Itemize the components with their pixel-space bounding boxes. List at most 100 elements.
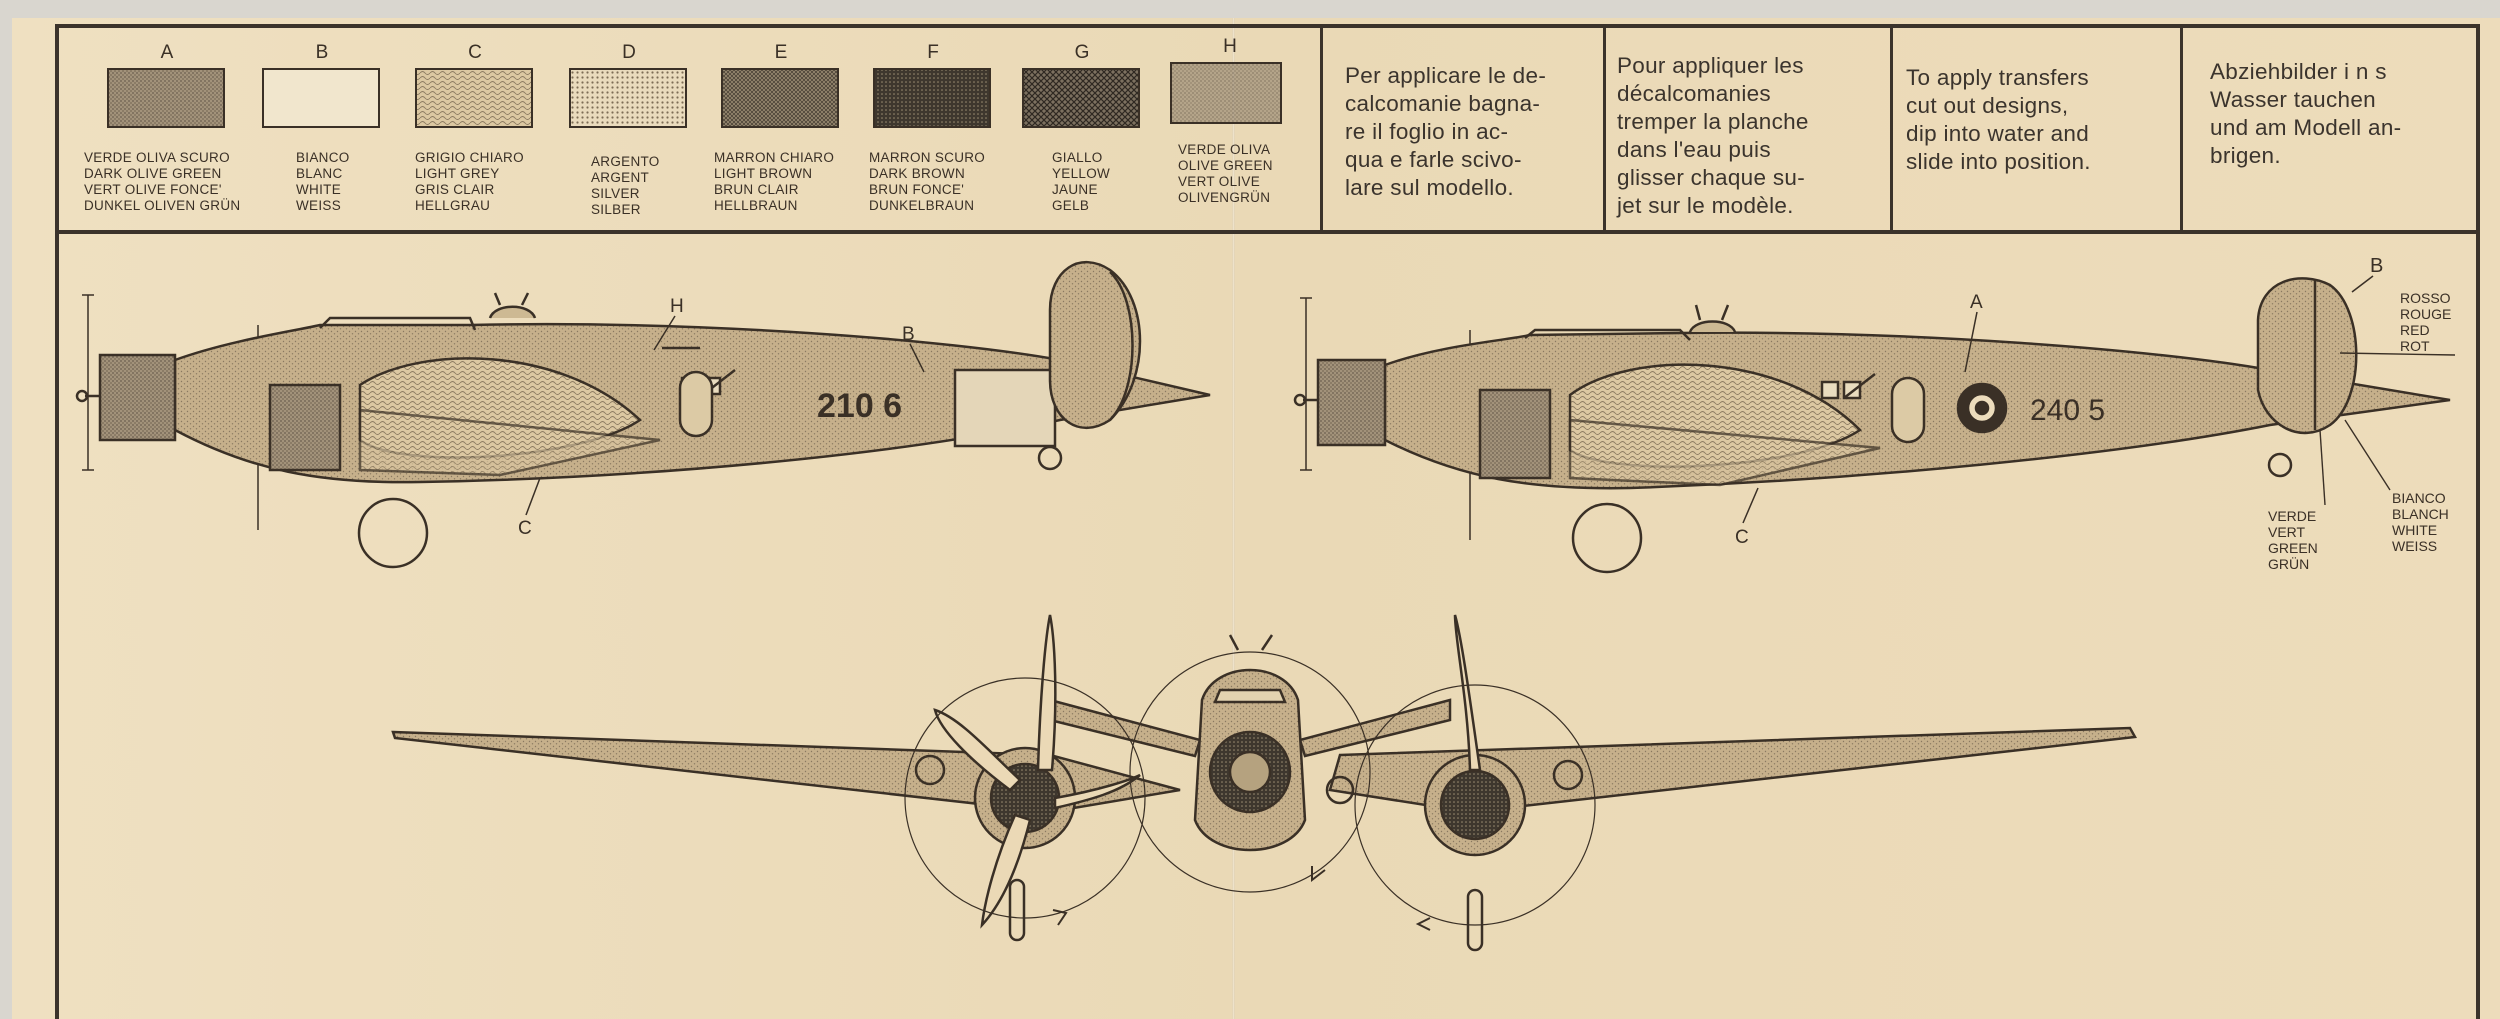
swatch-name-it: BIANCO [296,150,350,165]
instruction-line: tremper la planche [1617,109,1809,134]
left-label-h: H [670,296,684,317]
fill-h [1172,64,1280,122]
swatch-box [1170,62,1282,124]
swatch-names: GIALLO YELLOW JAUNE GELB [1052,150,1252,214]
swatch-name-it: ARGENTO [591,154,660,169]
instruction-line: qua e farle scivo- [1345,147,1522,172]
swatch-name-fr: VERT OLIVE FONCE' [84,182,222,197]
right-label-a: A [1970,292,1983,313]
color-name: WEISS [2392,538,2438,554]
instructions-french: Pour appliquer les décalcomanies tremper… [1617,52,1809,220]
fill-f [875,70,989,126]
fill-e [723,70,837,126]
color-name: GRÜN [2268,556,2310,572]
swatch-name-en: WHITE [296,182,341,197]
instruction-line: Abziehbilder i n s [2210,59,2387,84]
instructions-english: To apply transfers cut out designs, dip … [1906,64,2091,176]
swatch-name-fr: BLANC [296,166,343,181]
instruction-sheet [12,18,2500,1019]
right-aircraft-profile [1293,277,2451,574]
instruction-line: und am Modell an- [2210,115,2402,140]
divider-english-german [2180,24,2183,232]
swatch-name-de: HELLGRAU [415,198,491,213]
fill-b [264,70,378,126]
left-aircraft-profile [75,260,1211,569]
instruction-line: décalcomanies [1617,81,1771,106]
swatch-names: GRIGIO CHIARO LIGHT GREY GRIS CLAIR HELL… [415,150,615,214]
swatch-box [415,68,533,128]
instructions-german: Abziehbilder i n s Wasser tauchen und am… [2210,58,2401,170]
swatch-letter: F [927,42,939,63]
swatch-name-it: VERDE OLIVA SCURO [84,150,230,165]
color-name: ROSSO [2400,290,2451,306]
swatch-name-it: MARRON SCURO [869,150,986,165]
swatch-name-en: YELLOW [1052,166,1111,181]
swatch-name-fr: JAUNE [1052,182,1098,197]
swatch-box [107,68,225,128]
swatch-name-en: LIGHT BROWN [714,166,813,181]
instruction-line: brigen. [2210,143,2281,168]
swatch-names: MARRON SCURO DARK BROWN BRUN FONCE' DUNK… [869,150,1069,214]
instruction-line: dans l'eau puis [1617,137,1771,162]
left-code: 210 6 [817,387,902,425]
fill-c [417,70,531,126]
instruction-line: slide into position. [1906,149,2091,174]
swatch-name-fr: BRUN CLAIR [714,182,799,197]
swatch-name-en: LIGHT GREY [415,166,500,181]
rudder-leader-lines [2319,352,2456,506]
swatch-name-de: HELLBRAUN [714,198,798,213]
rudder-white-label: BIANCO BLANCH WHITE WEISS [2392,490,2449,554]
instruction-line: Pour appliquer les [1617,53,1804,78]
front-view [391,614,2138,952]
swatch-names: VERDE OLIVA SCURO DARK OLIVE GREEN VERT … [84,150,284,214]
color-name: GREEN [2268,540,2318,556]
swatch-name-fr: GRIS CLAIR [415,182,495,197]
swatch-name-it: GRIGIO CHIARO [415,150,524,165]
swatch-box [873,68,991,128]
swatch-name-fr: BRUN FONCE' [869,182,965,197]
fill-d [571,70,685,126]
swatch-letter: B [315,42,329,63]
color-name: ROUGE [2400,306,2452,322]
instruction-line: re il foglio in ac- [1345,119,1509,144]
divider-french-english [1890,24,1893,232]
swatch-name-en: SILVER [591,186,640,201]
divider-italian-french [1603,24,1606,232]
instruction-line: To apply transfers [1906,65,2089,90]
swatch-letter: D [622,42,636,63]
right-label-c: C [1735,527,1749,548]
swatch-fills [109,64,1280,126]
instruction-line: calcomanie bagna- [1345,91,1541,116]
instruction-line: dip into water and [1906,121,2090,146]
swatch-name-it: VERDE OLIVA [1178,142,1271,157]
color-name: BLANCH [2392,506,2449,522]
swatch-name-de: WEISS [296,198,342,213]
color-name: ROT [2400,338,2430,354]
swatch-names: VERDE OLIVA OLIVE GREEN VERT OLIVE OLIVE… [1178,142,1378,206]
fill-a [109,70,223,126]
swatch-letter: A [160,42,174,63]
instruction-line: jet sur le modèle. [1617,193,1794,218]
swatch-name-en: DARK OLIVE GREEN [84,166,222,181]
color-name: RED [2400,322,2430,338]
swatch-box [569,68,687,128]
color-name: WHITE [2392,522,2438,538]
paper-fold [1232,18,1235,1019]
rudder-red-label: ROSSO ROUGE RED ROT [2400,290,2451,354]
swatch-name-de: OLIVENGRÜN [1178,190,1271,205]
swatch-box [262,68,380,128]
color-name: VERT [2268,524,2306,540]
swatch-box [1022,68,1140,128]
instruction-line: glisser chaque su- [1617,165,1805,190]
swatch-name-de: DUNKELBRAUN [869,198,975,213]
color-name: BIANCO [2392,490,2446,506]
swatch-name-de: GELB [1052,198,1090,213]
swatch-names: BIANCO BLANC WHITE WEISS [296,150,496,214]
rudder-green-label: VERDE VERT GREEN GRÜN [2268,508,2318,572]
right-code: 240 5 [2030,394,2105,427]
swatch-letter: H [1223,36,1237,57]
swatch-name-it: GIALLO [1052,150,1103,165]
swatch-name-fr: ARGENT [591,170,650,185]
left-label-b: B [902,324,915,345]
